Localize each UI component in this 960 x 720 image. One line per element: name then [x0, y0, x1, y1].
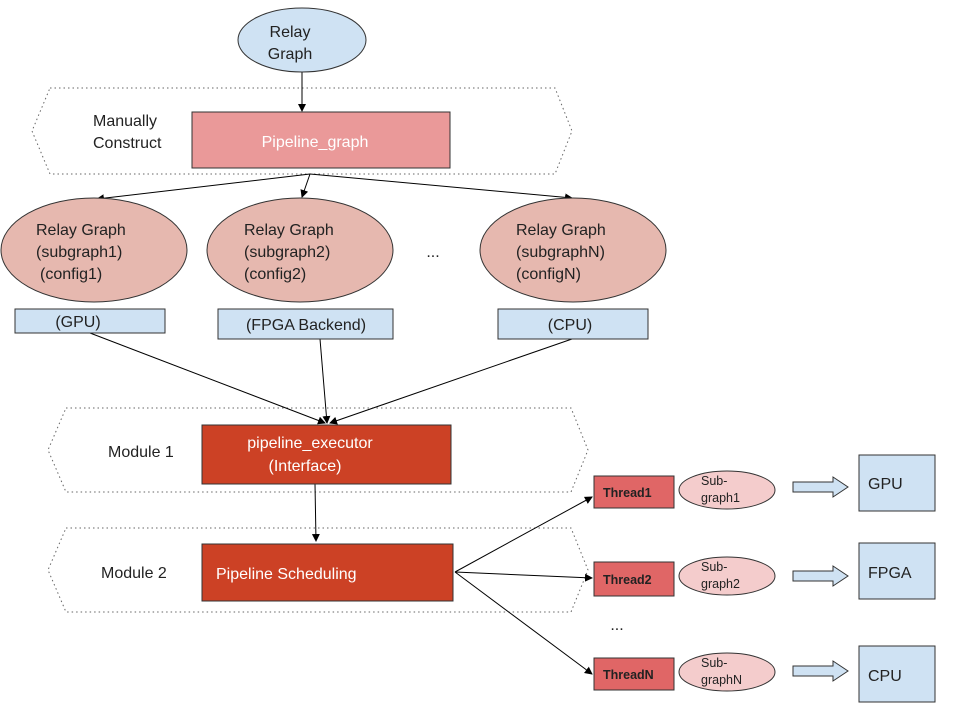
pipeline-graph-box: Pipeline_graph: [191, 111, 451, 169]
pipeline-scheduling-box: Pipeline Scheduling: [201, 543, 454, 602]
threadN-label: ThreadN: [603, 668, 654, 682]
thread1-arrow-icon: [792, 476, 849, 498]
thread2-sub-line2: graph2: [701, 577, 740, 591]
backend-gpu-box: (GPU): [14, 308, 166, 334]
subgraphN-line3: (configN): [516, 266, 581, 283]
subgraph1-ellipse: [0, 197, 188, 303]
subgraph2-line3: (config2): [244, 266, 306, 283]
backend-gpu-label: (GPU): [55, 314, 100, 331]
manual-construct-label-line2: Construct: [93, 135, 162, 152]
subgraphN-small-ellipse: [678, 652, 776, 692]
subgraph1-line3: (config1): [40, 266, 102, 283]
thread1-box: [593, 475, 675, 509]
arrow-gpu-to-executor: [89, 332, 326, 425]
device-fpga-label: FPGA: [868, 565, 912, 582]
manual-construct-label-line1: Manually: [93, 113, 157, 130]
thread1-row: Thread1 Sub- graph1 GPU: [593, 454, 936, 512]
pipeline-executor-box: pipeline_executor (Interface): [201, 424, 452, 485]
device-gpu-label: GPU: [868, 476, 903, 493]
backend-cpu-box: (CPU): [497, 308, 649, 340]
subgraph1-node: Relay Graph (subgraph1) (config1): [0, 197, 188, 303]
threadN-row: ThreadN Sub- graphN CPU: [593, 645, 936, 703]
pipeline-executor-line1: pipeline_executor: [247, 435, 373, 452]
arrow-scheduling-to-thread2: [454, 571, 593, 582]
subgraph2-node: Relay Graph (subgraph2) (config2): [206, 197, 394, 303]
connectors: [89, 72, 593, 675]
module1-label: Module 1: [108, 444, 174, 461]
threadN-arrow-icon: [792, 660, 849, 682]
relay-graph-ellipse: [237, 7, 367, 73]
relay-graph-line1: Relay: [270, 24, 311, 41]
arrow-scheduling-to-thread1: [454, 496, 593, 573]
module2-label: Module 2: [101, 565, 167, 582]
arrow-pipeline-to-subgraph1: [96, 173, 311, 203]
subgraph1-small-ellipse: [678, 470, 776, 510]
module2-region: [47, 527, 589, 613]
thread1-sub-line2: graph1: [701, 491, 740, 505]
thread1-label: Thread1: [603, 486, 652, 500]
subgraph1-line1: Relay Graph: [36, 222, 126, 239]
subgraph2-ellipse: [206, 197, 394, 303]
threadN-sub-line2: graphN: [701, 673, 742, 687]
thread-ellipsis: ...: [610, 617, 623, 634]
device-cpu-label: CPU: [868, 668, 902, 685]
subgraph2-line1: Relay Graph: [244, 222, 334, 239]
thread1-sub-line1: Sub-: [701, 474, 727, 488]
thread2-label: Thread2: [603, 573, 652, 587]
arrow-cpu-to-executor: [329, 338, 573, 425]
subgraph2-small-ellipse: [678, 556, 776, 596]
subgraphN-line2: (subgraphN): [516, 244, 605, 261]
arrow-fpga-to-executor: [319, 338, 331, 424]
device-gpu-box: [858, 454, 936, 512]
backend-fpga-label: (FPGA Backend): [246, 317, 366, 334]
device-cpu-box: [858, 645, 936, 703]
arrow-pipeline-to-subgraphN: [309, 173, 573, 202]
device-fpga-box: [858, 542, 936, 600]
arrow-pipeline-to-subgraph2: [300, 173, 311, 198]
module1-region: [47, 407, 589, 493]
relay-graph-line2: Graph: [268, 46, 312, 63]
pipeline-scheduling-label: Pipeline Scheduling: [216, 566, 357, 583]
arrow-scheduling-to-threadN: [454, 571, 593, 675]
backend-fpga-box: (FPGA Backend): [217, 308, 394, 340]
subgraph2-line2: (subgraph2): [244, 244, 330, 261]
subgraphN-node: Relay Graph (subgraphN) (configN): [479, 197, 667, 303]
subgraphN-line1: Relay Graph: [516, 222, 606, 239]
manual-construct-region: [31, 87, 573, 175]
pipeline-graph-label: Pipeline_graph: [262, 134, 369, 151]
thread2-arrow-icon: [792, 565, 849, 587]
threadN-box: [593, 657, 675, 691]
subgraphN-ellipse: [479, 197, 667, 303]
backend-cpu-label: (CPU): [548, 317, 592, 334]
pipeline-executor-line2: (Interface): [269, 458, 342, 475]
subgraph-ellipsis: ...: [426, 244, 439, 261]
thread2-sub-line1: Sub-: [701, 560, 727, 574]
relay-graph-node: Relay Graph: [237, 7, 367, 73]
arrow-executor-to-scheduling: [311, 483, 320, 542]
thread2-box: [593, 561, 675, 597]
subgraph1-line2: (subgraph1): [36, 244, 122, 261]
threadN-sub-line1: Sub-: [701, 656, 727, 670]
thread2-row: Thread2 Sub- graph2 FPGA: [593, 542, 936, 600]
